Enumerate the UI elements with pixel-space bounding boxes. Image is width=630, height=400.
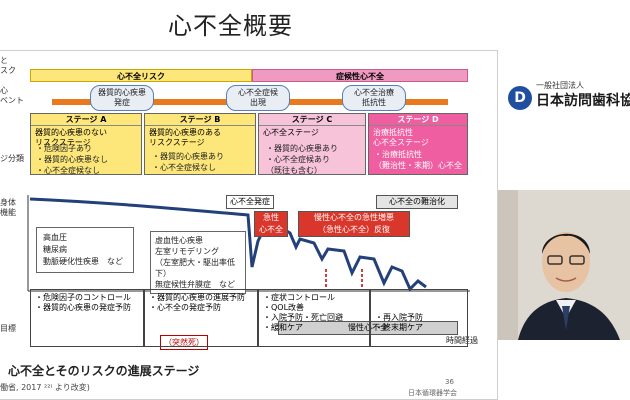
refractory-label: 心不全の難治化: [376, 195, 458, 209]
stage-b-item-1: ・器質的心疾患あり: [152, 152, 224, 161]
stage-c-item-1: ・器質的心疾患あり: [266, 144, 338, 153]
figure-caption: 心不全とそのリスクの進展ステージ: [8, 364, 200, 378]
risk-factors-box: 高血圧 糖尿病 動脈硬化性疾患 など: [36, 227, 134, 273]
stage-d-head: ステージ D: [369, 114, 467, 126]
speaker-image: [498, 190, 630, 340]
risk-factor-3: 動脈硬化性疾患 など: [43, 257, 123, 266]
stage-d-body-1: 治療抵抗性: [373, 128, 413, 137]
heart-disease-4: 無症候性弁膜症 など: [155, 280, 235, 289]
goal-a-1: ・危険因子のコントロール: [35, 293, 131, 302]
slide-title: 心不全概要: [168, 12, 293, 40]
suit: [518, 298, 620, 340]
goal-b-1: ・器質的心疾患の進展予防: [149, 293, 245, 302]
stage-a-item-1: ・危険因子あり: [36, 144, 92, 153]
stage-b: ステージ B 器質的心疾患のある リスクステージ: [144, 113, 256, 175]
goal-d-1: ・再入院予防: [375, 313, 423, 322]
stage-d-item-1: ・治療抵抗性: [374, 150, 422, 159]
stage-c-items: ・器質的心疾患あり ・心不全症候あり （既往も含む）: [266, 143, 338, 176]
citation: 働省, 2017 ²²⁾ より改変): [0, 383, 90, 392]
stage-a-body-1: 器質的心疾患のない: [35, 128, 107, 137]
side-label-3: 心: [0, 86, 8, 95]
progression-curve: [27, 195, 470, 292]
stage-d-body-2: 心不全ステージ: [373, 138, 429, 147]
slide-content: と スク 心 ベント ジ分類 身体 機能 目標 心不全リスク 症候性心不全 器質…: [0, 50, 498, 400]
heart-disease-box: 虚血性心疾患 左室リモデリング （左室肥大・駆出率低下） 無症候性弁膜症 など: [150, 231, 246, 294]
stage-a-body-2: リスクステージ: [35, 138, 91, 147]
goal-c-4: ・緩和ケア: [263, 323, 303, 332]
risk-factor-2: 糖尿病: [43, 245, 67, 254]
logo-small-text: 一般社団法人: [536, 81, 584, 90]
goal-b-2: ・心不全の発症予防: [149, 303, 221, 312]
goal-stage-c: ・症状コントロール ・QOL改善 ・入院予防・死亡回避 ・緩和ケア: [258, 289, 370, 347]
tie: [562, 306, 570, 330]
stage-a-item-2: ・器質的心疾患なし: [36, 155, 108, 164]
speaker-video: [498, 190, 630, 340]
smile: [555, 277, 577, 282]
risk-factor-1: 高血圧: [43, 233, 67, 242]
chronic-label: 慢性心不全: [278, 321, 458, 335]
goals-label: 目標: [0, 324, 16, 333]
stage-d: ステージ D 治療抵抗性 心不全ステージ: [368, 113, 468, 175]
onset-label: 心不全発症: [226, 195, 274, 209]
stage-b-head: ステージ B: [145, 114, 255, 126]
aggravation-label: 慢性心不全の急性増悪 （急性心不全）反復: [298, 211, 410, 237]
stage-b-item-2: ・心不全症候なし: [152, 163, 216, 172]
goal-stage-d: ・再入院予防 ・終末期ケア: [370, 289, 468, 347]
heart-disease-2: 左室リモデリング: [155, 247, 219, 256]
society-name: 日本循環器学会: [408, 389, 457, 397]
glasses-left: [547, 255, 563, 265]
heart-disease-3: （左室肥大・駆出率低下）: [155, 258, 235, 278]
goal-c-1: ・症状コントロール: [263, 293, 335, 302]
stage-b-body-2: リスクステージ: [149, 138, 205, 147]
event-heart-disease: 器質的心疾患 発症: [90, 85, 154, 111]
side-label-4: ベント: [0, 96, 24, 105]
wall-edge: [498, 190, 518, 340]
stage-a-head: ステージ A: [31, 114, 141, 126]
axis-label-2: 機能: [0, 208, 16, 217]
goal-a-2: ・器質的心疾患の発症予防: [35, 303, 131, 312]
stage-a: ステージ A 器質的心疾患のない リスクステージ: [30, 113, 142, 175]
stage-d-items: ・治療抵抗性 （難治性・末期）心不全: [374, 149, 462, 171]
symptomatic-bar: 症候性心不全: [252, 69, 468, 82]
stage-c-body-1: 心不全ステージ: [263, 128, 319, 137]
stage-b-items: ・器質的心疾患あり ・心不全症候なし: [152, 151, 224, 173]
stage-b-body-1: 器質的心疾患のある: [149, 128, 221, 137]
time-label: 時間経過: [446, 336, 478, 345]
logo-icon: D: [508, 86, 532, 110]
glasses-right: [569, 255, 585, 265]
goal-c-3: ・入院予防・死亡回避: [263, 313, 343, 322]
goal-c-2: ・QOL改善: [263, 303, 305, 312]
event-resistance: 心不全治療 抵抗性: [342, 85, 406, 111]
goal-stage-b: ・器質的心疾患の進展予防 ・心不全の発症予防: [144, 289, 258, 347]
goal-stage-a: ・危険因子のコントロール ・器質的心疾患の発症予防: [30, 289, 144, 347]
event-symptom: 心不全症候 出現: [226, 85, 290, 111]
stage-c-item-2: ・心不全症候あり: [266, 155, 330, 164]
curve-line: [29, 197, 427, 292]
axis-label-1: 身体: [0, 198, 16, 207]
side-label-5: ジ分類: [0, 154, 24, 163]
acute-label: 急性 心不全: [254, 211, 288, 237]
stage-c-head: ステージ C: [259, 114, 365, 126]
side-label-1: と: [0, 56, 8, 65]
page-number: 36: [445, 378, 454, 386]
stage-c: ステージ C 心不全ステージ: [258, 113, 366, 175]
logo-big-text: 日本訪問歯科協: [536, 93, 630, 109]
heart-disease-1: 虚血性心疾患: [155, 236, 203, 245]
goal-d-2: ・終末期ケア: [375, 323, 423, 332]
stage-d-item-2: （難治性・末期）心不全: [374, 161, 462, 170]
stage-c-item-3: （既往も含む）: [266, 166, 322, 175]
face: [542, 232, 590, 292]
risk-bar: 心不全リスク: [30, 69, 252, 82]
side-label-2: スク: [0, 66, 16, 75]
stage-a-item-3: ・心不全症候なし: [36, 166, 100, 175]
stage-a-items: ・危険因子あり ・器質的心疾患なし ・心不全症候なし: [36, 143, 108, 176]
